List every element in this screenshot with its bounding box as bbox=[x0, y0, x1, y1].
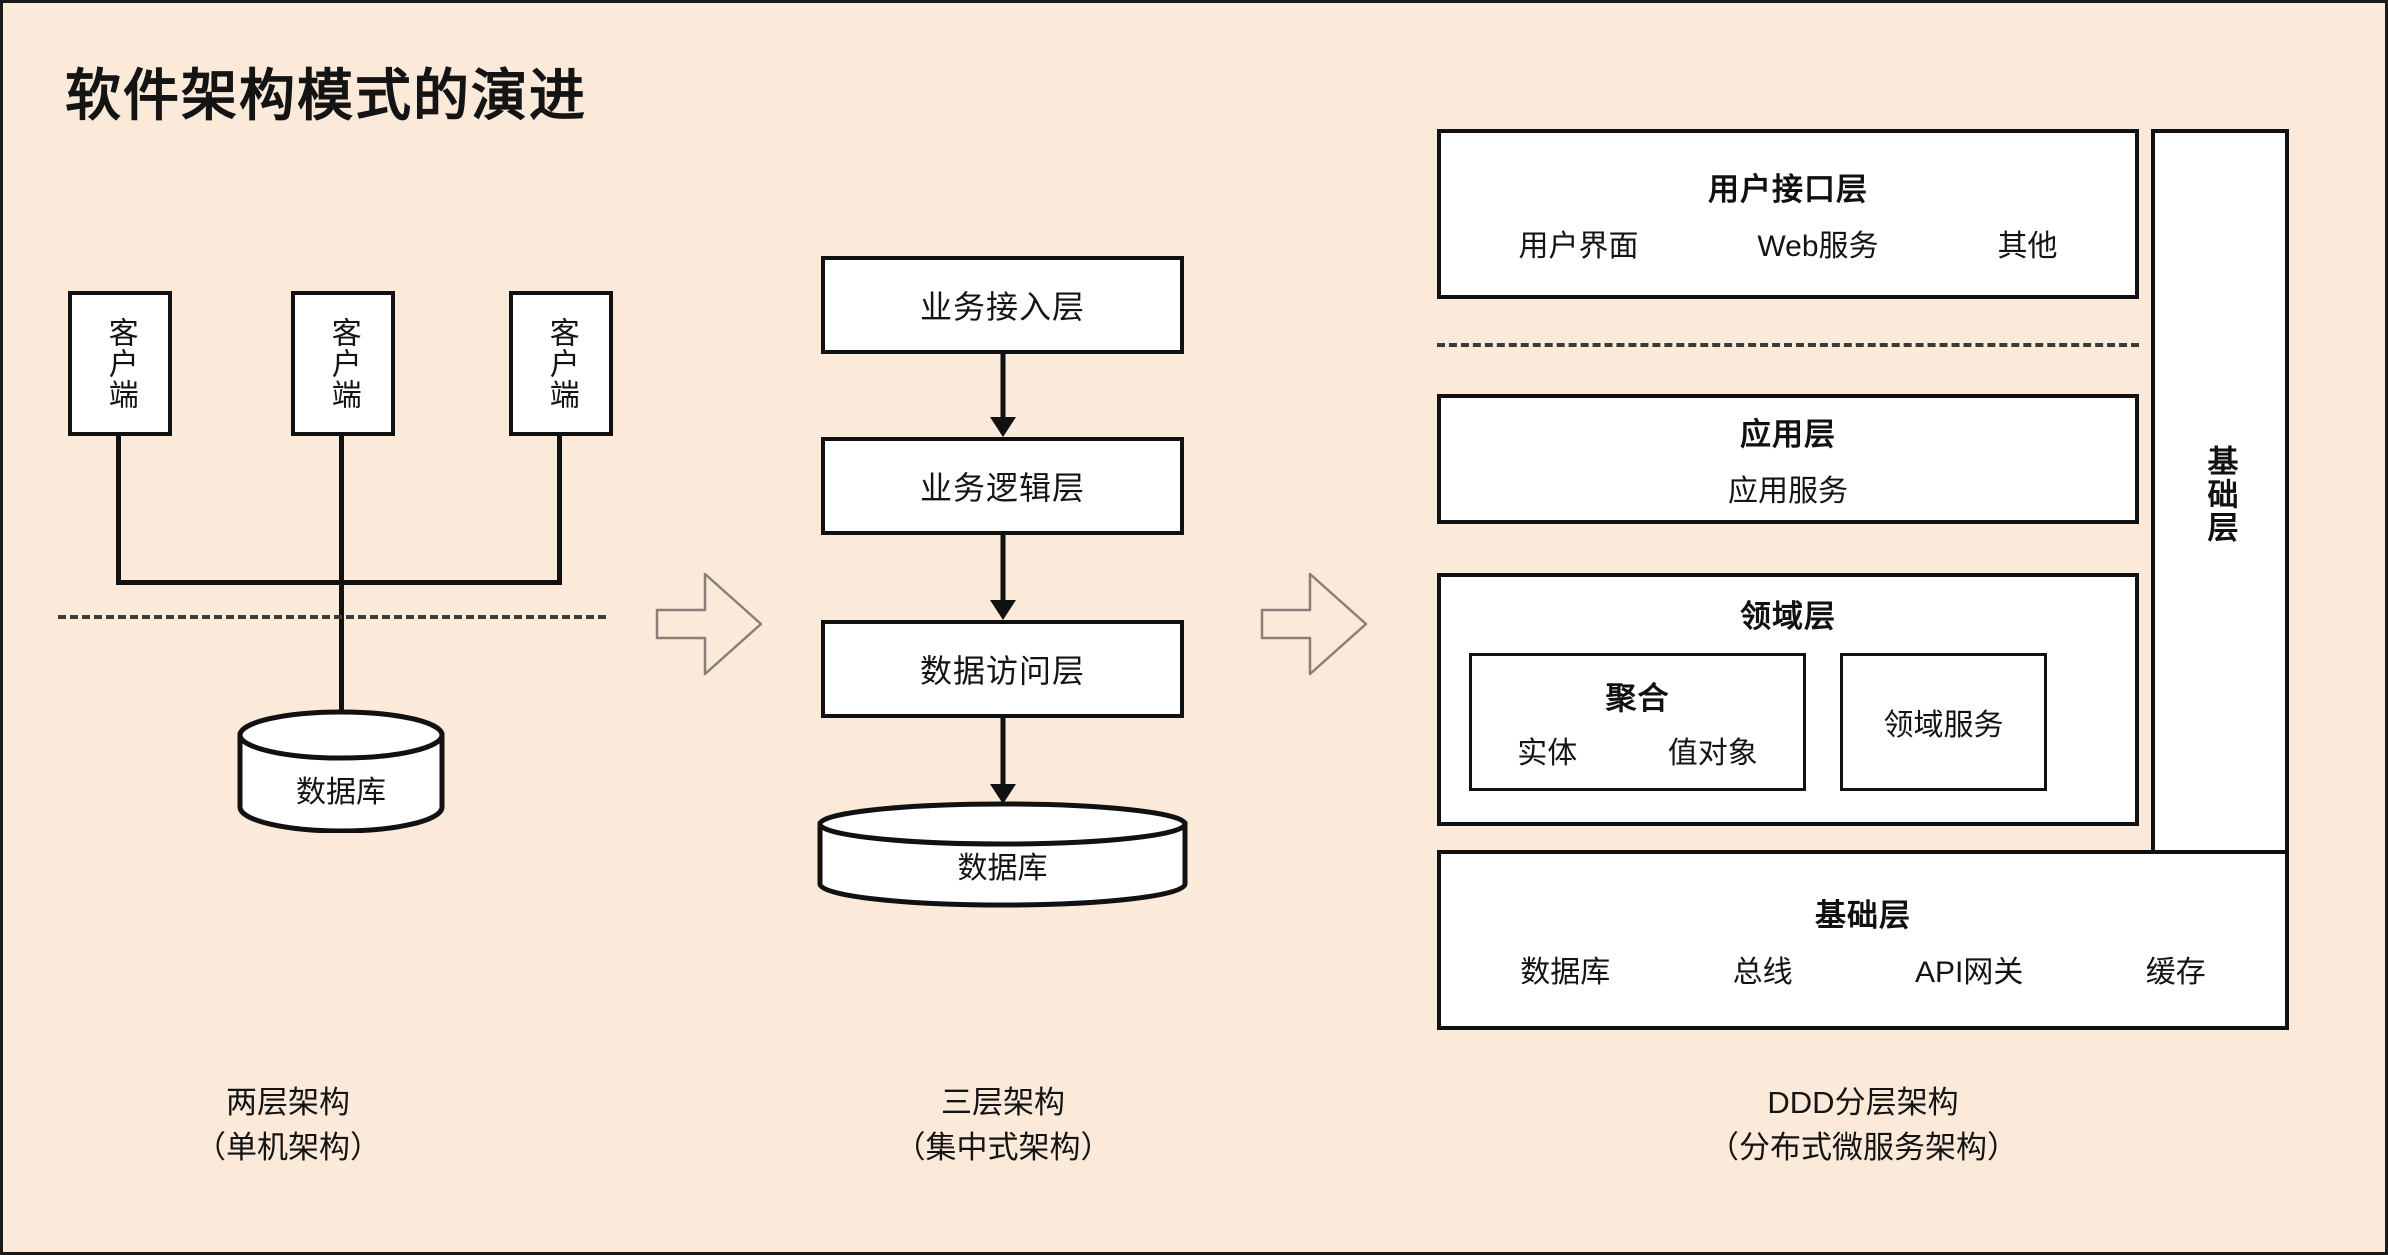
ddd-infrastructure-item: 缓存 bbox=[2145, 955, 2206, 989]
ddd-caption: DDD分层架构 （分布式微服务架构） bbox=[1708, 1085, 2018, 1165]
ddd-domain-service-box[interactable]: 领域服务 bbox=[1840, 653, 2047, 791]
client-box-2[interactable]: 客户端 bbox=[291, 291, 395, 436]
tier-separator-dashed-line bbox=[58, 615, 606, 619]
ddd-infrastructure-item: API网关 bbox=[1915, 955, 2024, 989]
ddd-ui-layer-title: 用户接口层 bbox=[1708, 171, 1868, 207]
three-tier-layer-box-1[interactable]: 业务接入层 bbox=[821, 256, 1184, 354]
ddd-user-interface-layer[interactable]: 用户接口层 用户界面 Web服务 其他 bbox=[1437, 129, 2139, 299]
client-1-drop-line bbox=[116, 436, 121, 583]
ddd-infrastructure-item: 总线 bbox=[1732, 955, 1793, 989]
page-title: 软件架构模式的演进 bbox=[65, 64, 587, 127]
ddd-aggregate-item: 实体 bbox=[1517, 736, 1578, 770]
ddd-domain-layer-title: 领域层 bbox=[1740, 599, 1836, 634]
layer-label: 业务逻辑层 bbox=[919, 470, 1085, 506]
layer-label: 业务接入层 bbox=[919, 289, 1085, 325]
ddd-separator-dashed-line bbox=[1437, 343, 2139, 347]
ddd-infrastructure-layer-items: 数据库 总线 API网关 缓存 bbox=[1459, 947, 2267, 991]
three-tier-caption: 三层架构 （集中式架构） bbox=[894, 1085, 1112, 1165]
database-label: 数据库 bbox=[957, 852, 1048, 885]
three-tier-layer-box-3[interactable]: 数据访问层 bbox=[821, 620, 1184, 718]
client-3-drop-line bbox=[557, 436, 562, 583]
three-tier-layer-box-2[interactable]: 业务逻辑层 bbox=[821, 437, 1184, 535]
ddd-ui-layer-items: 用户界面 Web服务 其他 bbox=[1459, 221, 2117, 265]
ddd-aggregate-title: 聚合 bbox=[1605, 680, 1670, 716]
two-tier-database-cylinder[interactable]: 数据库 bbox=[235, 709, 447, 833]
ddd-ui-item: 其他 bbox=[1997, 229, 2058, 263]
ddd-infrastructure-side-band[interactable]: 基础层 bbox=[2151, 129, 2289, 859]
client-box-1[interactable]: 客户端 bbox=[68, 291, 172, 436]
ddd-application-layer-items: 应用服务 bbox=[1459, 466, 2117, 510]
flow-arrow-3-icon bbox=[978, 718, 1028, 804]
flow-arrow-2-icon bbox=[978, 535, 1028, 620]
database-label: 数据库 bbox=[296, 776, 386, 809]
layer-label: 数据访问层 bbox=[919, 653, 1085, 689]
ddd-application-item: 应用服务 bbox=[1728, 474, 1848, 508]
ddd-aggregate-box[interactable]: 聚合 实体 值对象 bbox=[1469, 653, 1806, 791]
ddd-application-layer[interactable]: 应用层 应用服务 bbox=[1437, 394, 2139, 524]
ddd-infrastructure-item: 数据库 bbox=[1520, 955, 1611, 989]
ddd-ui-item: Web服务 bbox=[1757, 229, 1879, 263]
ddd-aggregate-items: 实体 值对象 bbox=[1472, 728, 1803, 772]
flow-arrow-1-icon bbox=[978, 354, 1028, 437]
ddd-aggregate-item: 值对象 bbox=[1667, 736, 1758, 770]
ddd-infrastructure-layer[interactable]: 基础层 数据库 总线 API网关 缓存 bbox=[1437, 850, 2289, 1030]
ddd-infrastructure-layer-title: 基础层 bbox=[1815, 897, 1911, 933]
client-label: 客户端 bbox=[103, 317, 137, 410]
ddd-domain-service-label: 领域服务 bbox=[1883, 709, 2004, 742]
transition-arrow-1-icon bbox=[653, 568, 765, 680]
transition-arrow-2-icon bbox=[1258, 568, 1370, 680]
database-connector-line bbox=[339, 580, 344, 720]
client-label: 客户端 bbox=[326, 317, 360, 410]
ddd-application-layer-title: 应用层 bbox=[1740, 416, 1836, 452]
client-label: 客户端 bbox=[544, 317, 578, 410]
client-2-drop-line bbox=[339, 436, 344, 583]
two-tier-caption: 两层架构 （单机架构） bbox=[195, 1085, 381, 1165]
ddd-infrastructure-side-label: 基础层 bbox=[2202, 444, 2238, 544]
ddd-ui-item: 用户界面 bbox=[1518, 229, 1639, 263]
three-tier-database-cylinder[interactable]: 数据库 bbox=[815, 800, 1190, 908]
client-box-3[interactable]: 客户端 bbox=[509, 291, 613, 436]
